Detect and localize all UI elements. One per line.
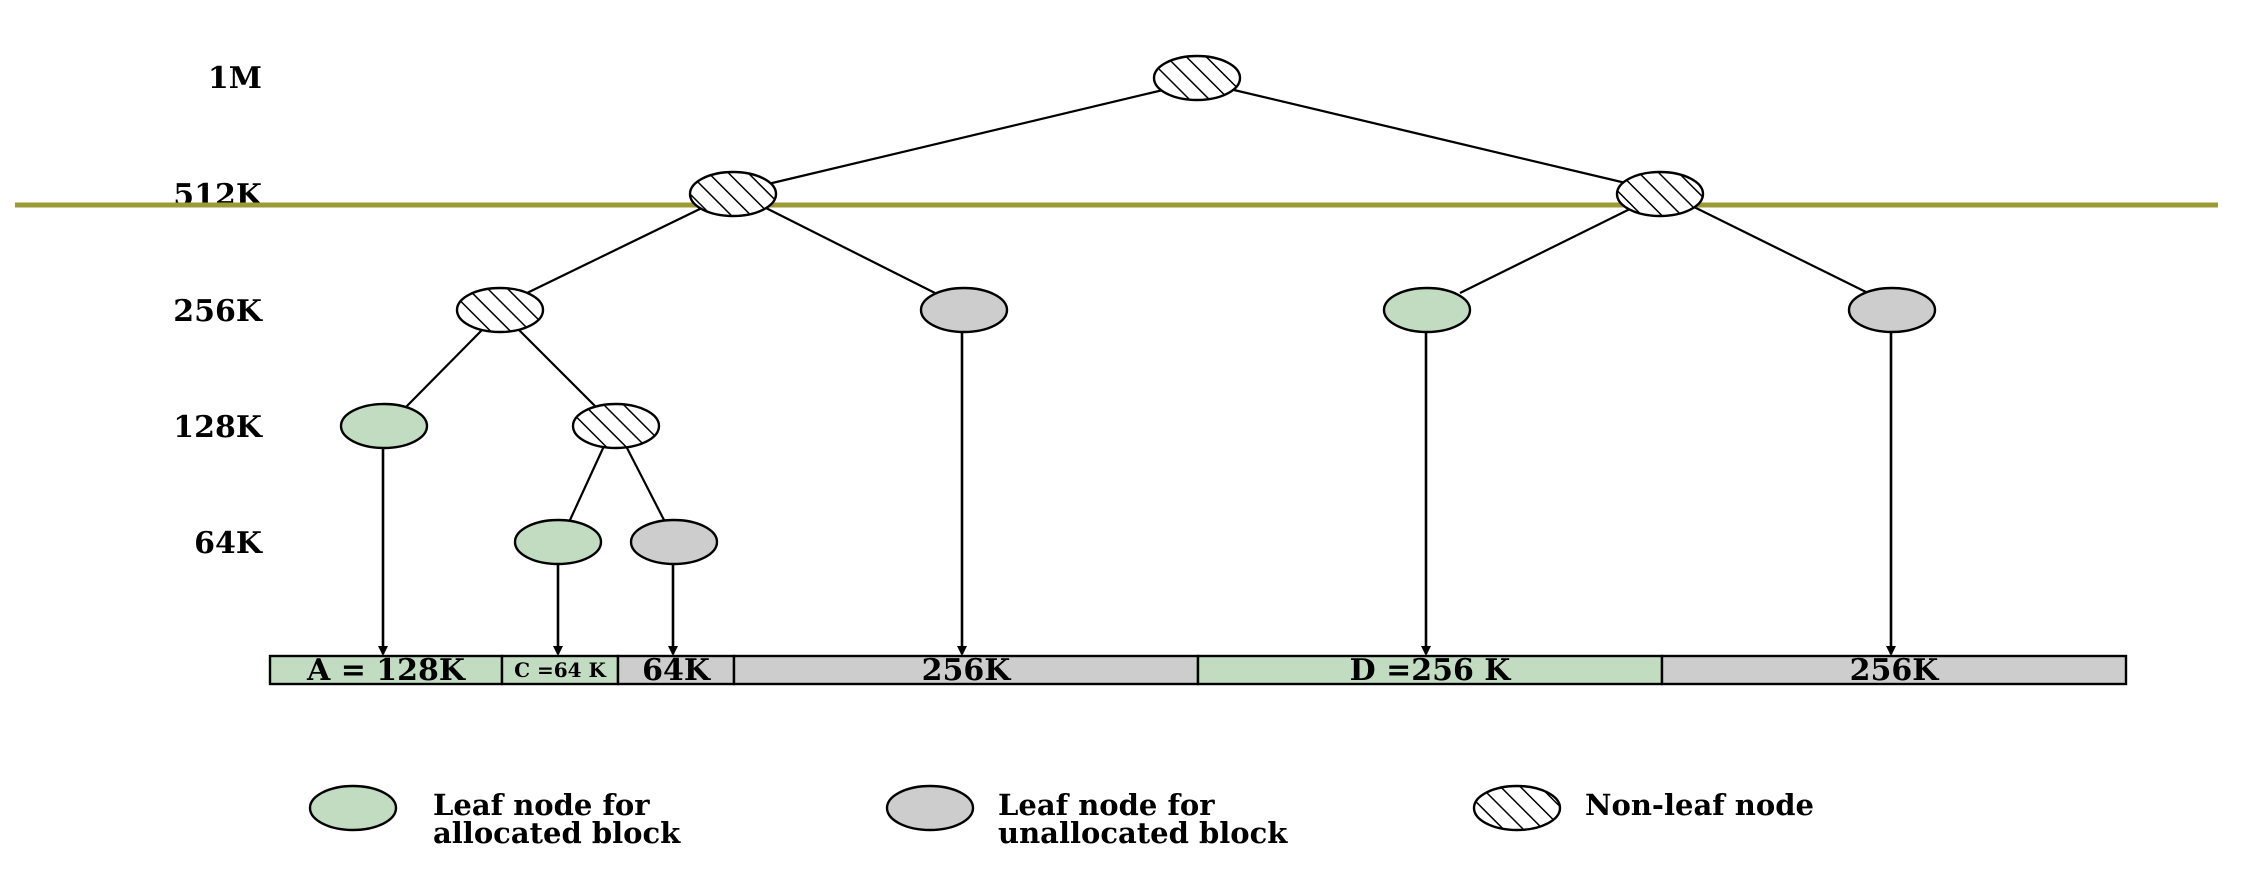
- memory-blocks: A = 128K C =64 K 64K 256K D =256 K 256K: [268, 653, 2128, 688]
- tree-nodes: [339, 54, 1937, 566]
- level-labels: 1M 512K 256K 128K 64K: [173, 61, 263, 561]
- level-label-256k: 256K: [173, 294, 263, 329]
- legend-unallocated-swatch: [885, 784, 975, 832]
- level-label-128k: 128K: [173, 410, 263, 445]
- node-256k-3: [1382, 286, 1472, 334]
- legend-unallocated-line2: unallocated block: [998, 816, 1288, 850]
- node-64k-c: [513, 518, 603, 566]
- node-128k-a: [339, 402, 429, 450]
- legend-nonleaf-swatch: [1472, 784, 1562, 832]
- edge-root-left: [767, 88, 1164, 186]
- legend-nonleaf-line1: Non-leaf node: [1585, 788, 1814, 822]
- node-512k-left: [688, 170, 778, 218]
- edge-n128-c64: [569, 445, 605, 521]
- block-free-64k: [616, 654, 736, 686]
- node-256k-2: [919, 286, 1009, 334]
- block-a-128k: [268, 654, 504, 686]
- tree-edges: [404, 88, 1869, 521]
- level-label-1m: 1M: [208, 61, 262, 96]
- block-label-d: D =256 K: [1350, 653, 1512, 688]
- legend: Leaf node for allocated block Leaf node …: [308, 784, 1814, 850]
- edge-ll256-n128: [518, 329, 598, 409]
- edge-l512-lr256: [761, 205, 936, 294]
- node-128k-split: [571, 402, 661, 450]
- edge-n128-u64: [625, 445, 665, 521]
- block-label-c: C =64 K: [514, 658, 606, 682]
- level-label-64k: 64K: [194, 526, 263, 561]
- block-label-256k-2: 256K: [1850, 653, 1940, 688]
- legend-allocated-line1: Leaf node for: [433, 788, 650, 822]
- block-free-256k-1: [732, 654, 1200, 686]
- edge-r512-rl256: [1459, 205, 1637, 294]
- level-label-512k: 512K: [173, 178, 263, 213]
- block-label-256k-1: 256K: [922, 653, 1012, 688]
- block-free-256k-2: [1660, 654, 2128, 686]
- node-256k-4: [1847, 286, 1937, 334]
- node-256k-1: [455, 286, 545, 334]
- node-1m-root: [1152, 54, 1242, 102]
- block-label-64k: 64K: [642, 653, 711, 688]
- edge-r512-rr256: [1691, 205, 1869, 294]
- node-512k-right: [1615, 170, 1705, 218]
- edge-l512-ll256: [526, 205, 707, 294]
- edge-root-right: [1233, 88, 1631, 186]
- leaf-to-block-arrows: [378, 332, 1896, 656]
- legend-unallocated-line1: Leaf node for: [998, 788, 1215, 822]
- legend-allocated-swatch: [308, 784, 398, 832]
- edge-ll256-a128: [404, 329, 483, 409]
- node-64k-free: [629, 518, 719, 566]
- legend-allocated-line2: allocated block: [433, 816, 681, 850]
- block-label-a: A = 128K: [306, 653, 466, 688]
- block-d-256k: [1196, 654, 1664, 686]
